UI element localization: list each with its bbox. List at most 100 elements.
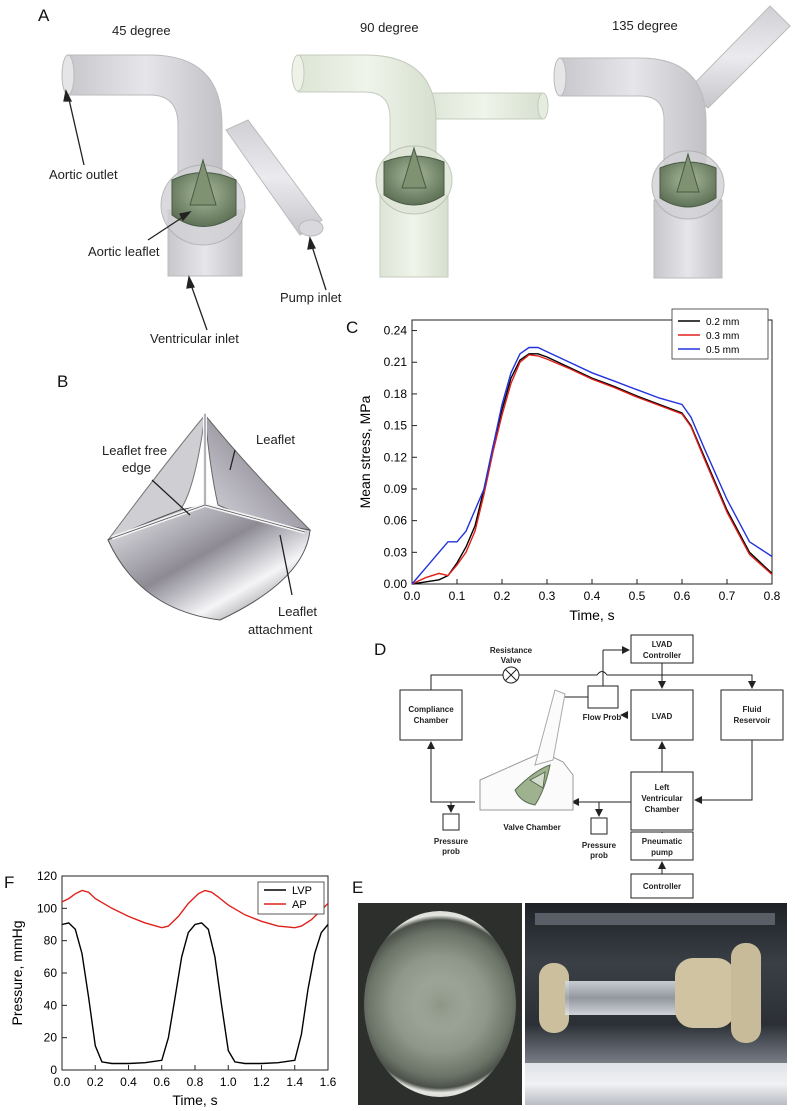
angle-label-90: 90 degree	[360, 20, 419, 35]
y-tick-label: 100	[37, 901, 57, 915]
chart-f-ylabel: Pressure, mmHg	[9, 920, 25, 1025]
model-45-degree	[61, 54, 324, 277]
svg-text:prob: prob	[590, 851, 608, 860]
flow-probe-box	[587, 685, 619, 709]
svg-text:Valve: Valve	[501, 656, 522, 665]
mock-circulation-diagram: LVAD Controller LVAD Compliance Chamber …	[399, 634, 784, 899]
ventricular-inlet-label: Ventricular inlet	[150, 331, 239, 346]
leaflet-label: Leaflet	[256, 432, 296, 447]
angle-label-45: 45 degree	[112, 23, 171, 38]
photo-valve-top-view	[358, 903, 522, 1105]
y-tick-label: 60	[44, 966, 58, 980]
legend-label: 0.3 mm	[706, 331, 739, 342]
svg-text:Chamber: Chamber	[414, 716, 449, 725]
chart-c-ylabel: Mean stress, MPa	[357, 395, 373, 508]
y-tick-label: 0.09	[384, 482, 408, 496]
x-tick-label: 0.2	[494, 589, 511, 603]
x-tick-label: 0.2	[87, 1075, 104, 1089]
series-line-ap	[61, 889, 329, 929]
pump-inlet-label: Pump inlet	[280, 290, 342, 305]
panel-c-letter: C	[346, 318, 359, 337]
svg-text:Flow Prob: Flow Prob	[583, 713, 622, 722]
legend-label: AP	[292, 899, 307, 911]
panel-f-letter: F	[4, 873, 15, 892]
compliance-chamber-box	[399, 689, 463, 741]
x-tick-label: 0.8	[764, 589, 781, 603]
svg-text:Pneumatic: Pneumatic	[642, 837, 683, 846]
svg-text:Reservoir: Reservoir	[734, 716, 771, 725]
x-tick-label: 0.4	[584, 589, 601, 603]
y-tick-label: 0.12	[384, 450, 408, 464]
series-line-0-2-mm	[411, 353, 773, 585]
series-line-0-5-mm	[411, 346, 773, 585]
x-tick-label: 0.1	[449, 589, 466, 603]
model-135-degree	[553, 5, 791, 279]
x-tick-label: 0.0	[404, 589, 421, 603]
x-tick-label: 0.4	[120, 1075, 137, 1089]
leaflet-free-edge-label-line2: edge	[122, 460, 151, 475]
pressure-probe-box-1	[442, 813, 460, 831]
x-tick-label: 1.4	[286, 1075, 303, 1089]
y-tick-label: 0.18	[384, 387, 408, 401]
svg-text:Left: Left	[655, 783, 670, 792]
x-tick-label: 0.0	[54, 1075, 71, 1089]
x-tick-label: 1.6	[320, 1075, 337, 1089]
y-tick-label: 80	[44, 934, 58, 948]
series-line-0-3-mm	[411, 354, 773, 585]
y-tick-label: 40	[44, 998, 58, 1012]
chart-c-legend-box	[671, 308, 769, 360]
stress-chart: 0.0 0.1 0.2 0.3 0.4 0.5 0.6 0.7 0.8 0.00 0.03 0.06 0…	[357, 308, 781, 623]
svg-text:LVAD: LVAD	[652, 640, 673, 649]
panel-a-arrows	[63, 89, 327, 331]
legend-label: 0.5 mm	[706, 345, 739, 356]
legend-label: LVP	[292, 885, 312, 897]
svg-text:Controller: Controller	[643, 651, 681, 660]
x-tick-label: 0.6	[153, 1075, 170, 1089]
x-tick-label: 1.2	[253, 1075, 270, 1089]
svg-text:Ventricular: Ventricular	[641, 794, 682, 803]
y-tick-label: 20	[44, 1031, 58, 1045]
series-line-lvp	[61, 922, 329, 1065]
svg-text:Fluid: Fluid	[742, 705, 761, 714]
panel-e-letter: E	[352, 878, 364, 897]
x-tick-label: 0.6	[674, 589, 691, 603]
panel-b-letter: B	[57, 372, 69, 391]
x-tick-label: 0.3	[539, 589, 556, 603]
svg-text:Chamber: Chamber	[645, 805, 680, 814]
x-tick-label: 0.5	[629, 589, 646, 603]
chart-f-xlabel: Time, s	[172, 1092, 217, 1108]
svg-text:Pressure: Pressure	[582, 841, 617, 850]
controller-box	[630, 873, 694, 899]
x-tick-label: 0.8	[187, 1075, 204, 1089]
y-tick-label: 0.03	[384, 545, 408, 559]
angle-label-135: 135 degree	[612, 18, 678, 33]
lvad-box	[630, 689, 694, 741]
panel-a-letter: A	[38, 6, 50, 25]
photo-test-setup	[525, 903, 787, 1105]
y-tick-label: 0.00	[384, 577, 408, 591]
model-90-degree	[291, 54, 549, 278]
aortic-leaflet-label: Aortic leaflet	[88, 244, 160, 259]
leaflet-attachment-label-line2: attachment	[248, 622, 313, 637]
svg-text:LVAD: LVAD	[652, 712, 673, 721]
chart-c-frame	[411, 319, 773, 585]
panel-a-models	[61, 5, 791, 331]
pressure-probe-box-2	[590, 817, 608, 835]
y-tick-label: 0.15	[384, 419, 408, 433]
lvad-controller-box	[630, 634, 694, 664]
y-tick-label: 0.06	[384, 514, 408, 528]
y-tick-label: 0	[50, 1063, 57, 1077]
fluid-reservoir-box	[720, 689, 784, 741]
y-tick-label: 0.21	[384, 355, 408, 369]
svg-text:Pressure: Pressure	[434, 837, 469, 846]
y-tick-label: 120	[37, 869, 57, 883]
svg-text:Controller: Controller	[643, 882, 681, 891]
aortic-outlet-label: Aortic outlet	[49, 167, 118, 182]
svg-text:Resistance: Resistance	[490, 646, 533, 655]
svg-text:pump: pump	[651, 848, 673, 857]
svg-text:prob: prob	[442, 847, 460, 856]
left-ventricular-chamber-box	[630, 771, 694, 831]
x-tick-label: 0.7	[719, 589, 736, 603]
chart-c-xlabel: Time, s	[569, 607, 614, 623]
